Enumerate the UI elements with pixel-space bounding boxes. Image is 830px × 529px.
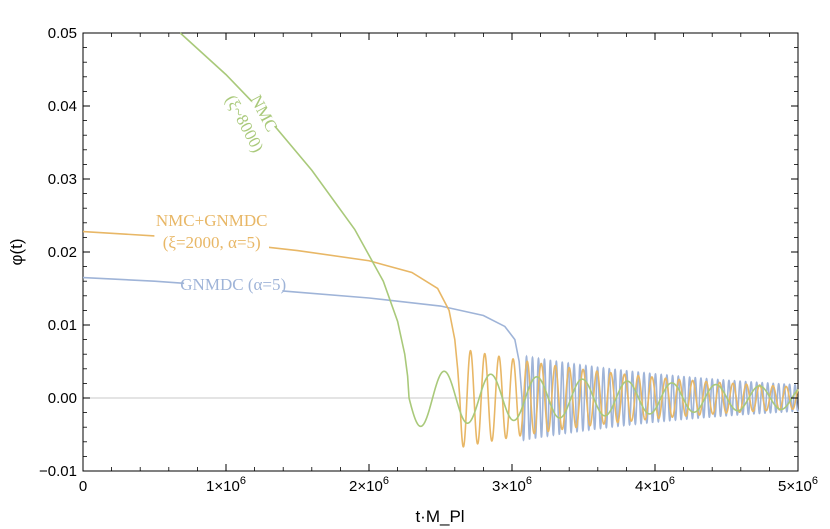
x-tick-label: 2×106 bbox=[349, 475, 389, 495]
y-tick-label: −0.01 bbox=[39, 463, 77, 480]
y-tick-label: 0.02 bbox=[48, 244, 77, 261]
x-tick-label: 3×106 bbox=[492, 475, 532, 495]
curve-label-bg bbox=[218, 87, 270, 162]
curve-label-bg bbox=[184, 276, 283, 296]
y-tick-label: 0.01 bbox=[48, 317, 77, 334]
x-tick-label: 0 bbox=[79, 478, 87, 495]
x-axis-title: t·M_Pl bbox=[415, 507, 464, 526]
curve-label-bg bbox=[154, 233, 269, 253]
curve-label-2: NMC+GNMDC (ξ=2000, α=5) bbox=[154, 211, 269, 253]
x-tick-label: 5×106 bbox=[778, 475, 818, 495]
curve-label-text: GNMDC (α=5) bbox=[180, 275, 286, 294]
curve-label-bg bbox=[247, 94, 280, 133]
curve-label-text: (ξ=2000, α=5) bbox=[163, 233, 261, 252]
y-tick-label: 0.04 bbox=[48, 98, 77, 115]
series-line-1 bbox=[82, 276, 799, 442]
x-tick-label: 1×106 bbox=[206, 475, 246, 495]
series-line-2 bbox=[82, 230, 799, 448]
curve-label-1: GNMDC (α=5) bbox=[180, 275, 286, 296]
y-tick-label: 0.05 bbox=[48, 25, 77, 42]
y-tick-label: 0.00 bbox=[48, 390, 77, 407]
x-tick-label: 4×106 bbox=[635, 475, 675, 495]
curve-label-3: NMC(ξ~8000) bbox=[218, 87, 281, 162]
series-line-3 bbox=[179, 32, 799, 428]
y-axis-title: φ(t) bbox=[7, 238, 26, 265]
curve-label-bg bbox=[170, 211, 253, 231]
y-tick-label: 0.03 bbox=[48, 171, 77, 188]
curve-label-text: NMC+GNMDC bbox=[156, 211, 268, 230]
